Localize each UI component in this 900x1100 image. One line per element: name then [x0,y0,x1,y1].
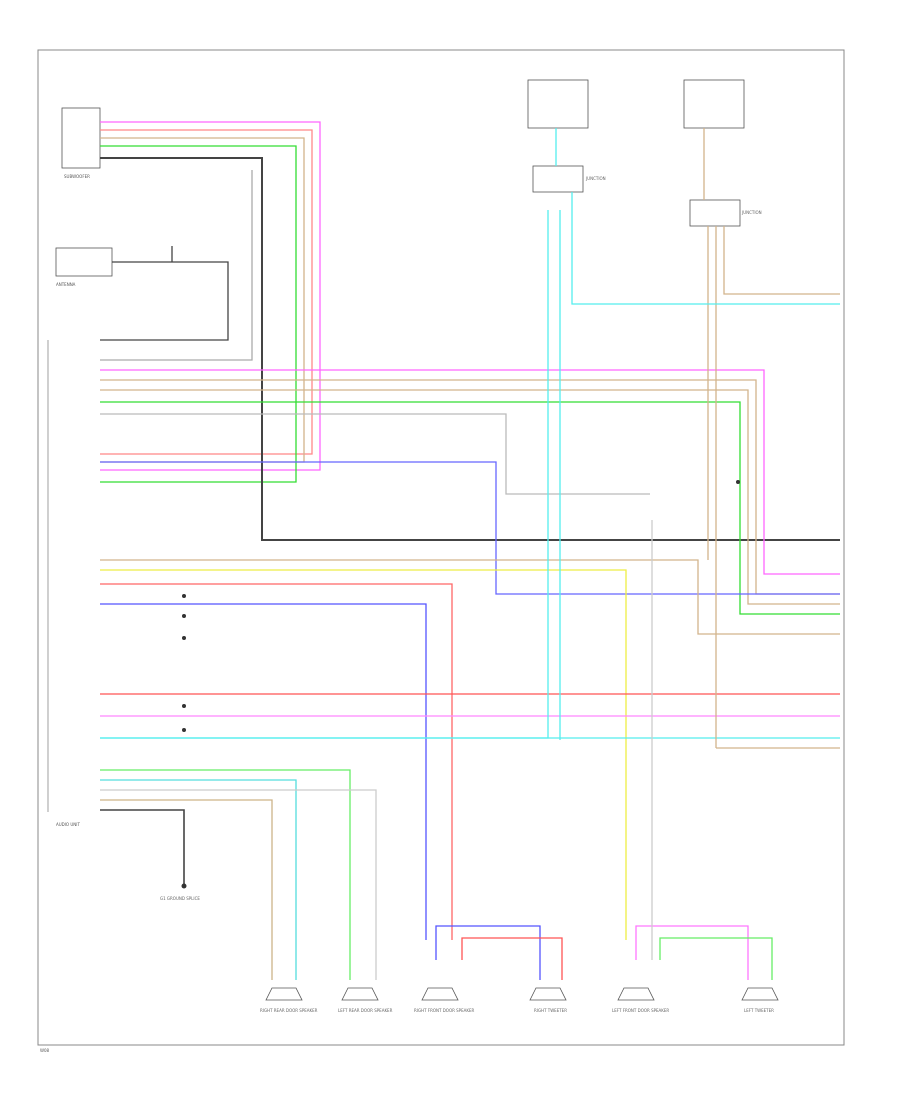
antenna-label: ANTENNA [56,282,76,287]
speaker-icon [617,987,655,1001]
ground-label: G1 GROUND SPLICE [160,896,200,901]
audio-unit-label: AUDIO UNIT [56,822,80,827]
speaker-label-lf: LEFT FRONT DOOR SPEAKER [612,1008,669,1013]
speakers [265,987,779,1001]
speaker-icon [341,987,379,1001]
subwoofer-box [61,107,101,169]
speaker-label-lt: LEFT TWEETER [744,1008,774,1013]
speaker-icon [265,987,303,1001]
junction-box-2 [689,199,741,227]
speaker-icon [529,987,567,1001]
junction-label-2: JUNCTION [741,210,762,215]
speaker-label-rr: RIGHT REAR DOOR SPEAKER [260,1008,318,1013]
diagram-frame [37,49,845,1046]
ground-icon [181,883,187,889]
speaker-icon [741,987,779,1001]
junction-box-1 [532,165,584,193]
speaker-label-rt: RIGHT TWEETER [534,1008,567,1013]
speaker-label-rf: RIGHT FRONT DOOR SPEAKER [414,1008,475,1013]
junction-label-1: JUNCTION [585,176,606,181]
footer-code: W08 [40,1048,50,1053]
subwoofer-label: SUBWOOFER [64,174,90,179]
speaker-icon [421,987,459,1001]
speaker-label-lr: LEFT REAR DOOR SPEAKER [338,1008,393,1013]
antenna-box [55,247,113,277]
fuse-box-top [527,79,589,129]
relay-box-top [683,79,745,129]
